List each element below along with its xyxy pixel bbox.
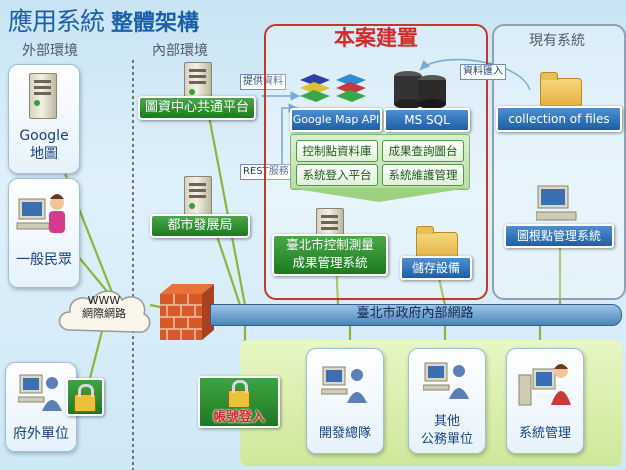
database-icon <box>394 71 446 109</box>
project-title: 本案建置 <box>334 26 418 50</box>
public-label: 一般民眾 <box>16 252 72 268</box>
provide-data-tag: 提供資料 <box>240 74 286 90</box>
urban-bureau-box: 都市發展局 <box>150 214 250 238</box>
collection-files-box: collection of files <box>496 106 622 132</box>
cloud-icon <box>58 290 151 333</box>
ms-sql-box: MS SQL <box>384 108 470 132</box>
google-map-label: Google 地圖 <box>19 128 69 162</box>
existing-system-box <box>492 24 626 300</box>
person-computer-icon <box>16 194 65 233</box>
dev-team-label: 開發總隊 <box>318 426 371 441</box>
user-computer-icon <box>423 362 469 399</box>
other-units-label: 其他 公務單位 <box>420 414 473 447</box>
storage-box: 儲存設備 <box>400 256 472 280</box>
function-control-point-db: 控制點資料庫 <box>296 140 378 162</box>
function-result-query: 成果查詢圖台 <box>382 140 464 162</box>
admin-computer-icon <box>518 364 571 406</box>
outside-unit-panel: 府外單位 <box>5 362 77 452</box>
files-folder-icon <box>540 72 582 108</box>
existing-system-title: 現有系統 <box>529 33 585 49</box>
outside-lock-box <box>66 378 104 416</box>
sys-admin-panel: 系統管理 <box>506 348 584 454</box>
dev-team-panel: 開發總隊 <box>306 348 384 454</box>
library-platform-box: 圖資中心共通平台 <box>138 96 256 120</box>
sys-admin-label: 系統管理 <box>518 426 571 441</box>
map-layers-icon <box>300 74 366 102</box>
section-internal-label: 內部環境 <box>152 43 208 59</box>
account-login-label: 帳號登入 <box>212 410 265 425</box>
account-login-box: 帳號登入 <box>198 376 280 428</box>
computer-icon <box>536 185 577 221</box>
www-label: WWW 網際網路 <box>82 294 126 320</box>
lock-icon <box>74 384 96 412</box>
function-system-maintenance: 系統維護管理 <box>382 164 464 186</box>
public-panel: 一般民眾 <box>8 178 80 288</box>
control-survey-system-box: 臺北市控制測量 成果管理系統 <box>272 234 388 276</box>
google-map-api-box: Google Map API <box>290 108 382 132</box>
page-title: 應用系統 整體架構 <box>8 7 199 36</box>
outside-unit-label: 府外單位 <box>13 426 69 442</box>
firewall-icon <box>160 284 214 340</box>
lock-icon <box>228 380 250 408</box>
section-external-label: 外部環境 <box>22 43 78 59</box>
data-import-tag: 資料匯入 <box>460 64 506 80</box>
other-units-panel: 其他 公務單位 <box>408 348 486 454</box>
server-icon <box>29 73 57 119</box>
down-arrow-shape <box>290 188 468 202</box>
internal-network-label: 臺北市政府內部網路 <box>356 306 474 321</box>
google-map-panel: Google 地圖 <box>8 64 80 174</box>
benchmark-system-box: 圖根點管理系統 <box>504 224 614 248</box>
user-computer-icon <box>18 374 62 411</box>
internal-network-bar <box>210 304 622 326</box>
user-computer-icon <box>321 366 367 403</box>
function-system-login: 系統登入平台 <box>296 164 378 186</box>
